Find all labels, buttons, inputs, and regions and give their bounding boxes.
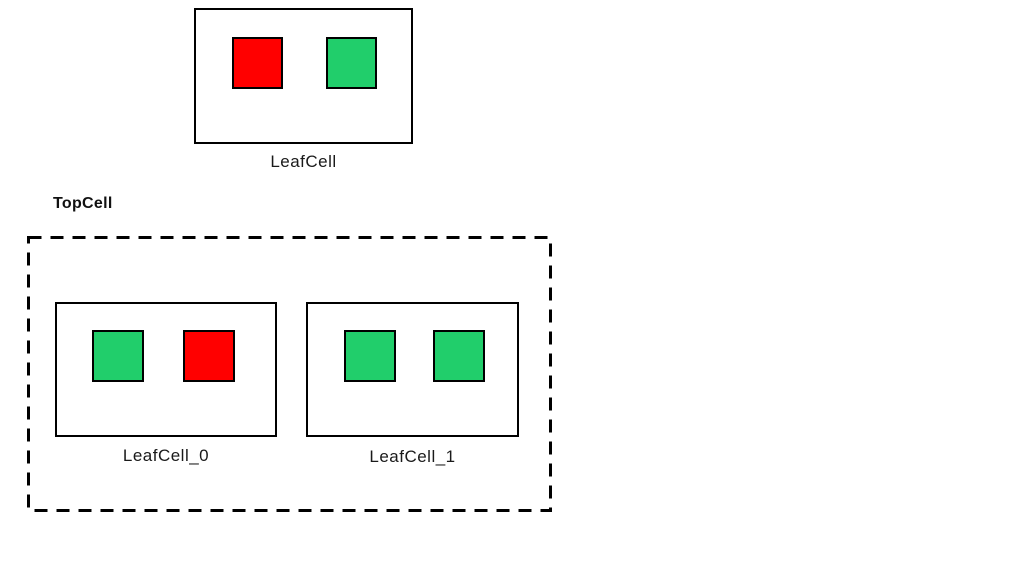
green-block: [344, 330, 396, 382]
topcell-label: TopCell: [53, 195, 113, 212]
topcell-boundary-outline: [27, 236, 552, 512]
red-block: [232, 37, 283, 89]
leafcell1-label: LeafCell_1: [369, 447, 456, 466]
topcell-boundary: [27, 236, 552, 512]
leafcell1-box: [306, 302, 519, 437]
leafcell-master-label: LeafCell: [270, 152, 337, 171]
leafcell-master-box: [194, 8, 413, 144]
green-block: [433, 330, 485, 382]
leafcell0-box: [55, 302, 277, 437]
red-block: [183, 330, 235, 382]
green-block: [326, 37, 377, 89]
green-block: [92, 330, 144, 382]
leafcell0-label: LeafCell_0: [122, 446, 210, 465]
